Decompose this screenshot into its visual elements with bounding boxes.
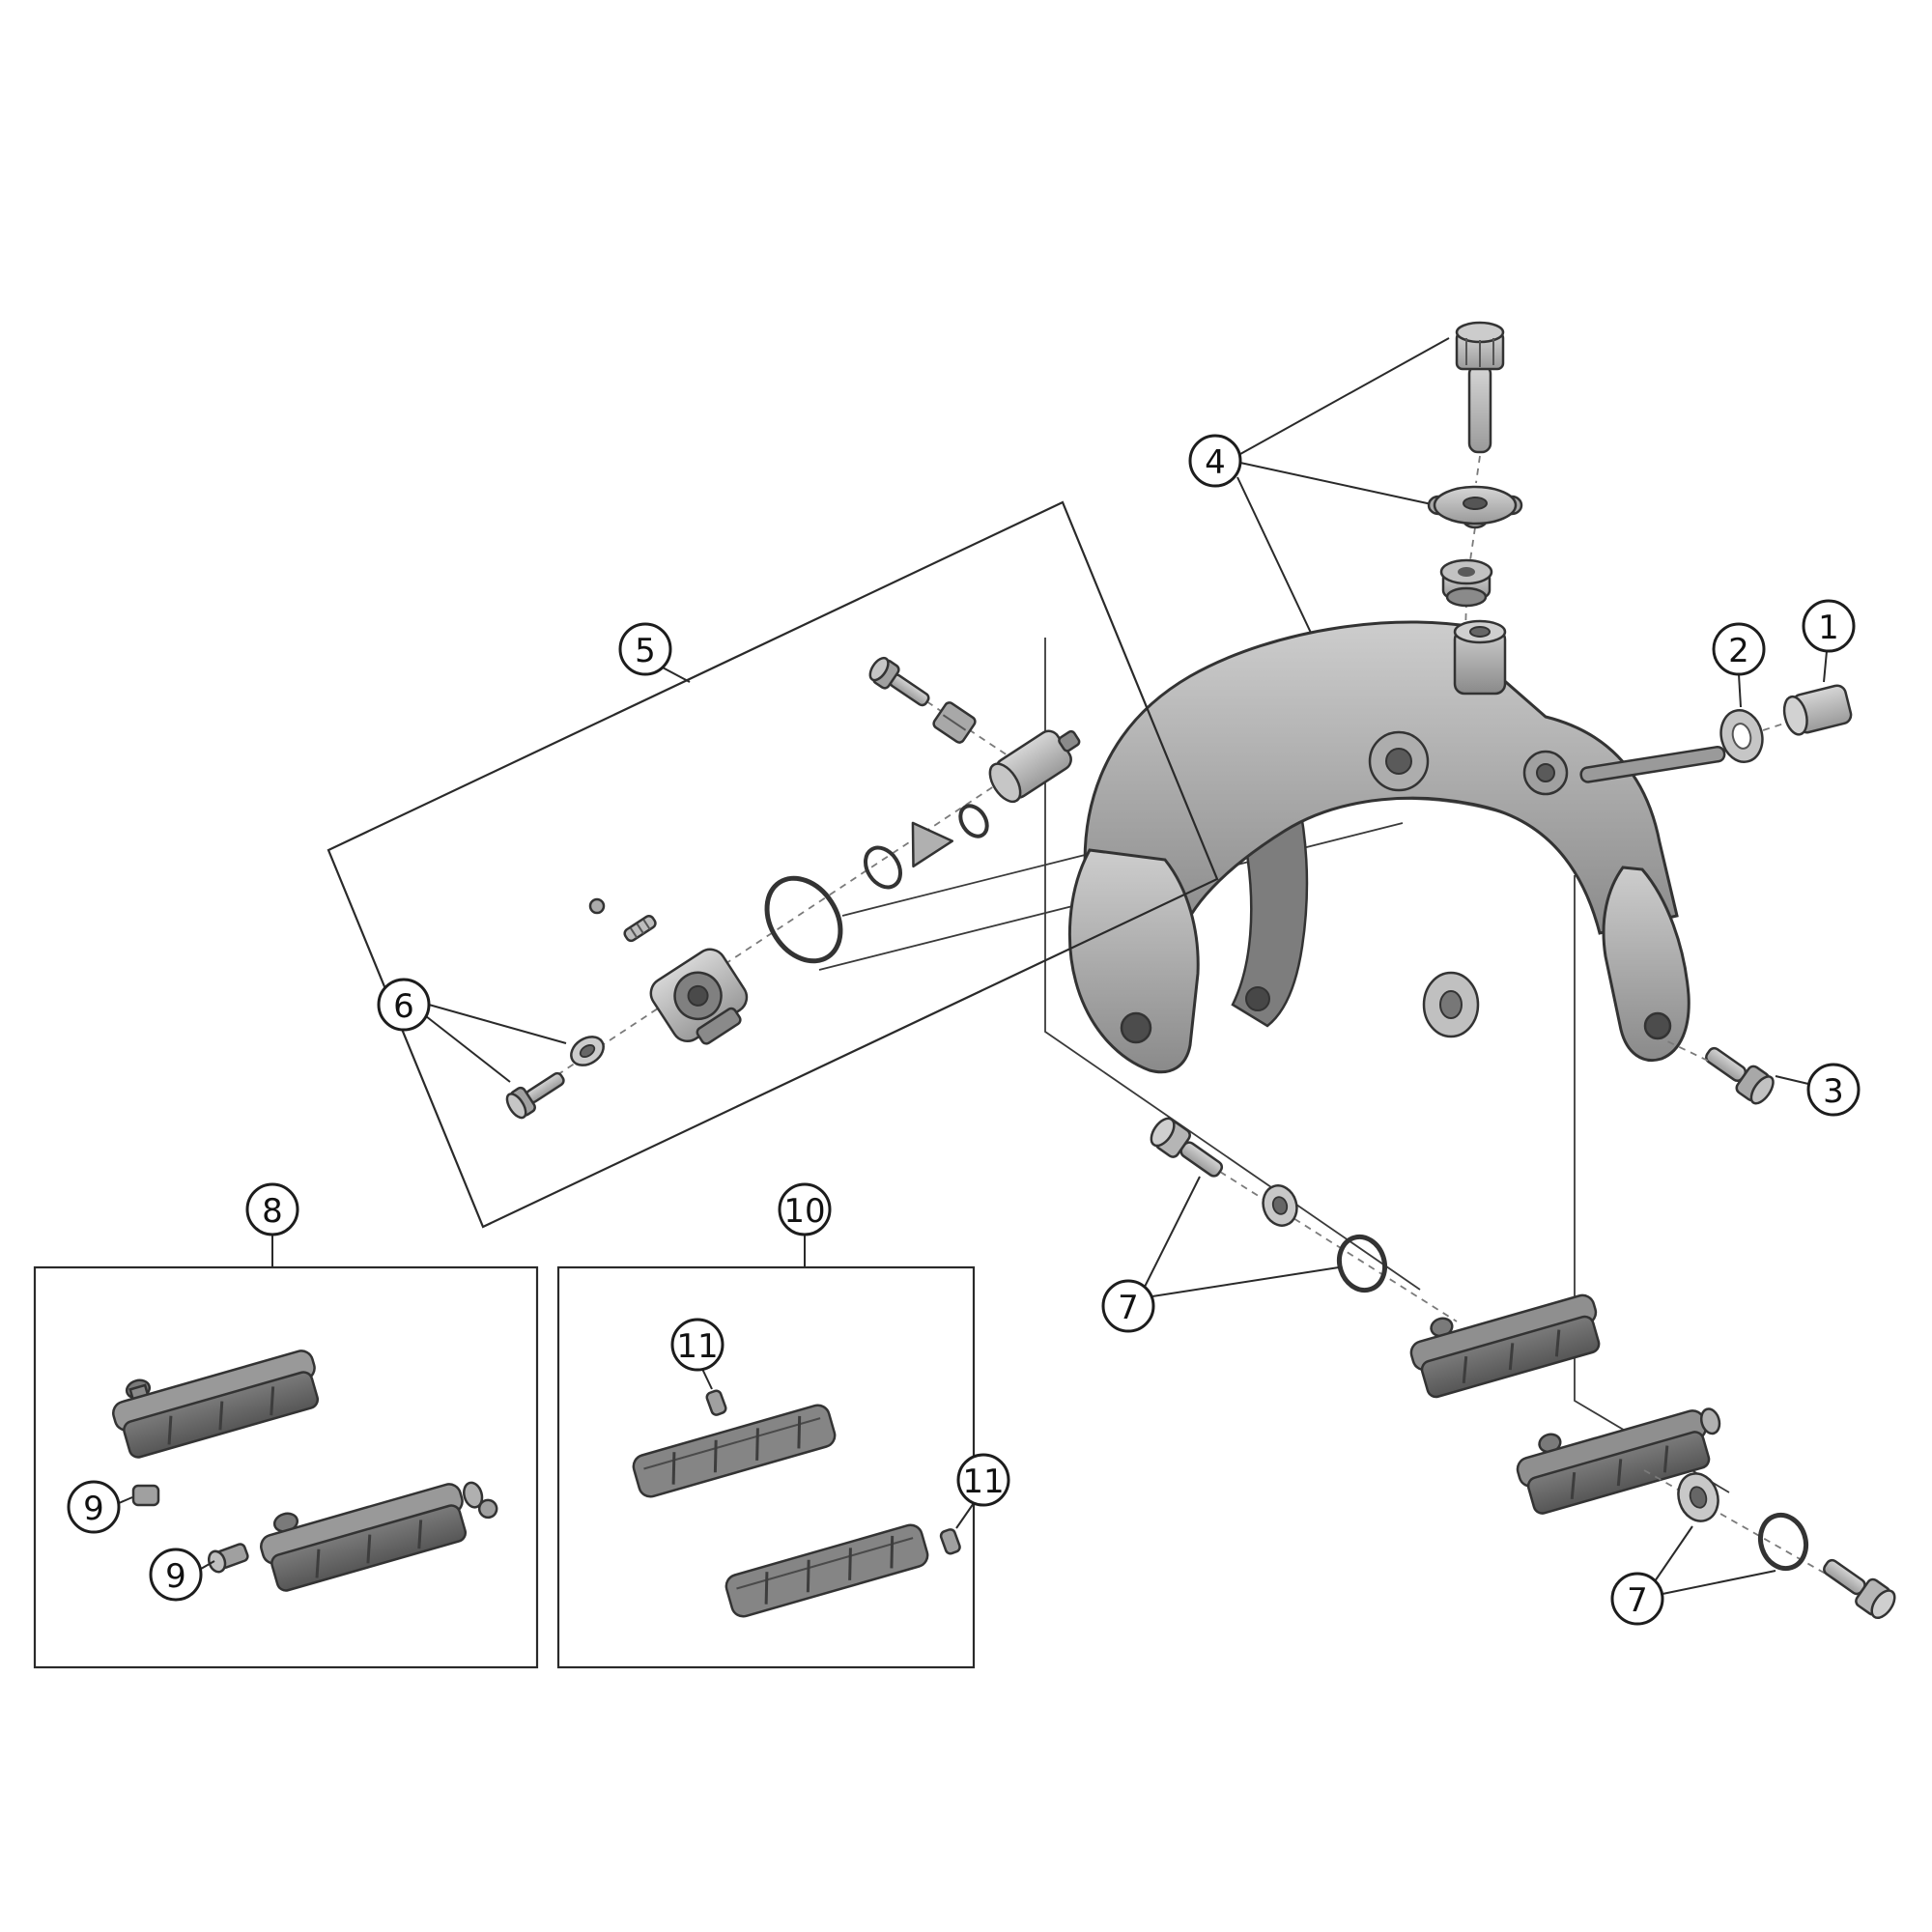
shoe-nut [131, 1484, 160, 1507]
pivot-axle [1579, 745, 1726, 783]
wedge-block [932, 701, 977, 744]
svg-text:11: 11 [962, 1463, 1004, 1501]
svg-text:5: 5 [635, 632, 656, 670]
medium-ring [864, 845, 902, 890]
axle-nut [1782, 684, 1853, 736]
callout-8: 8 [245, 1182, 299, 1236]
brake-shoe-front [1409, 1293, 1601, 1399]
pad-washer-small [1677, 1472, 1719, 1522]
pad-mount-washer [1422, 971, 1480, 1038]
brake-shoe-rear [1516, 1407, 1721, 1515]
pad-insert-right [724, 1523, 929, 1618]
callout-6: 6 [377, 978, 431, 1032]
cartridge-shoe-right [260, 1481, 498, 1592]
svg-text:2: 2 [1728, 632, 1749, 670]
callout-11b: 11 [956, 1453, 1010, 1507]
pivot-bolt [1705, 1046, 1775, 1105]
cable-hanger-piece [1439, 558, 1493, 608]
pad-bolt-set-b [1643, 1469, 1896, 1619]
pad-washer-small [1262, 1184, 1298, 1227]
callout-9b: 9 [149, 1548, 203, 1602]
callout-9a: 9 [67, 1480, 121, 1534]
axle-washer [1719, 709, 1764, 763]
pad-bolt-set-a [1144, 1117, 1458, 1322]
adjuster-fixing-screw [505, 1071, 565, 1120]
caliper-right-arm [1602, 866, 1690, 1062]
callout-7b: 7 [1610, 1572, 1664, 1626]
large-ring [764, 875, 843, 964]
cam-plate [911, 821, 954, 868]
pad-fixing-bolt [1823, 1558, 1896, 1619]
shoe-set-box [33, 1235, 539, 1669]
svg-text:10: 10 [783, 1192, 825, 1231]
lever-screw [868, 656, 930, 707]
callout-1: 1 [1802, 599, 1856, 653]
insert-pin-left [705, 1389, 727, 1416]
pad-washer-ring [1336, 1234, 1388, 1293]
callout-5: 5 [618, 622, 672, 676]
lever-barrel [988, 729, 1081, 804]
svg-text:3: 3 [1823, 1072, 1844, 1111]
svg-text:7: 7 [1627, 1581, 1648, 1620]
callout-11a: 11 [670, 1318, 724, 1372]
svg-text:9: 9 [83, 1490, 104, 1528]
callout-2: 2 [1712, 622, 1766, 676]
caliper-body [1067, 619, 1800, 1074]
detent-ball [588, 897, 606, 915]
adjuster-washer [570, 1036, 605, 1066]
callout-3: 3 [1806, 1063, 1861, 1117]
caliper-front-arm [1067, 848, 1200, 1074]
cam-unit [649, 948, 749, 1045]
svg-text:1: 1 [1818, 609, 1839, 647]
mounting-bolt [1455, 321, 1505, 454]
pad-fixing-bolt [1150, 1117, 1224, 1178]
svg-text:11: 11 [676, 1327, 718, 1366]
detent-spring [623, 914, 657, 943]
cartridge-shoe-left [112, 1350, 320, 1459]
svg-text:7: 7 [1118, 1289, 1139, 1327]
callout-10: 10 [778, 1182, 832, 1236]
svg-text:6: 6 [393, 987, 414, 1026]
callout-7a: 7 [1101, 1279, 1155, 1333]
callout-4: 4 [1188, 434, 1242, 488]
mounting-bolt-group [1236, 321, 1523, 706]
right-arm-pad-hole [1643, 1011, 1672, 1040]
pad-insert-left [632, 1404, 837, 1498]
adjusting-nut [1427, 485, 1523, 529]
insert-pin-right [939, 1528, 961, 1555]
svg-text:8: 8 [262, 1192, 283, 1231]
shoe-fixing-bolt [207, 1543, 249, 1574]
svg-text:4: 4 [1205, 443, 1226, 482]
o-ring [958, 804, 989, 838]
svg-text:9: 9 [165, 1557, 186, 1596]
adjuster-assembly-box [327, 500, 1219, 1229]
front-arm-pad-hole [1120, 1011, 1152, 1044]
pad-washer-ring [1757, 1512, 1809, 1572]
